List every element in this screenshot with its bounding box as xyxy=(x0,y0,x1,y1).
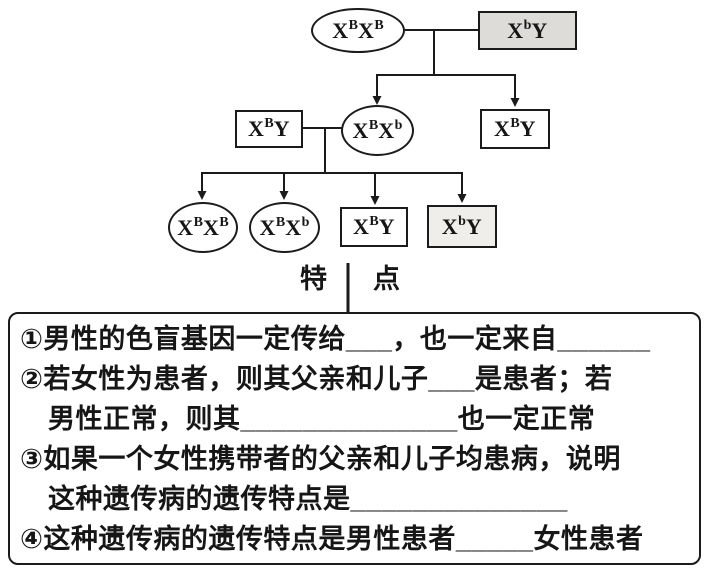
note-line-2: ②若女性为患者，则其父亲和儿子___是患者；若 xyxy=(20,364,613,394)
genotype-label: XBY xyxy=(352,214,396,239)
pedigree-node-husband: XBY xyxy=(235,110,303,148)
pedigree-node-granddaughter-2-carrier: XBXb xyxy=(249,202,320,253)
pedigree-node-grandson-1: XBY xyxy=(340,207,408,247)
genotype-label: XbY xyxy=(507,17,548,43)
note-line-6: ④这种遗传病的遗传特点是男性患者_____女性患者 xyxy=(20,524,644,554)
genotype-label: XbY xyxy=(441,213,483,239)
features-notes-box: ①男性的色盲基因一定传给___，也一定来自______ ②若女性为患者，则其父亲… xyxy=(8,312,701,565)
features-label-char1: 特 xyxy=(300,263,327,294)
pedigree-node-son-gen2: XBY xyxy=(480,109,550,149)
genotype-label: XBY xyxy=(247,116,291,141)
features-label-char2: 点 xyxy=(373,263,400,294)
note-line-1: ①男性的色盲基因一定传给___，也一定来自______ xyxy=(20,324,651,354)
features-label: 特 点 xyxy=(300,263,400,295)
genotype-label: XBXB xyxy=(177,214,229,240)
note-line-4: ③如果一个女性携带者的父亲和儿子均患病，说明 xyxy=(20,444,621,474)
note-line-3: 男性正常，则其______________也一定正常 xyxy=(48,404,596,434)
pedigree-node-grandson-2-affected: XbY xyxy=(427,205,497,248)
pedigree-node-grandfather-affected: XbY xyxy=(478,11,577,50)
pedigree-node-grandmother: XBXB xyxy=(311,8,405,53)
pedigree-node-granddaughter-1: XBXB xyxy=(168,202,238,253)
note-line-5: 这种遗传病的遗传特点是______________ xyxy=(48,484,568,514)
pedigree-node-carrier-daughter: XBXb xyxy=(341,105,414,156)
genotype-label: XBY xyxy=(493,116,537,141)
genotype-label: XBXb xyxy=(259,214,310,240)
genotype-label: XBXb xyxy=(352,117,403,143)
genotype-label: XBXB xyxy=(332,17,384,43)
